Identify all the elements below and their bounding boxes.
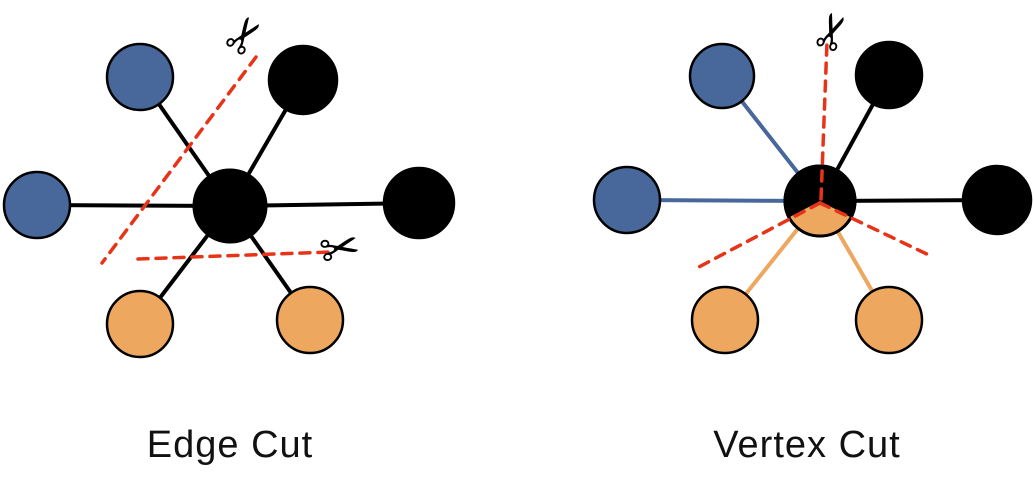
scissors-icon: ✂ (211, 3, 280, 68)
edge-cut-label: Edge Cut (146, 424, 314, 466)
graph-node-blue (2, 170, 72, 240)
cut-line (695, 201, 822, 270)
cut-line (100, 55, 258, 265)
vertex-cut-diagram: ✂ (592, 4, 1033, 355)
center-node (192, 168, 268, 244)
cut-line (819, 40, 829, 201)
scissors-icon: ✂ (800, 4, 866, 61)
graph-node-orange (690, 285, 760, 355)
graph-node-blue (688, 42, 756, 110)
graph-node-orange (275, 285, 345, 355)
graph-node-black (267, 44, 339, 116)
cut-line (818, 201, 935, 259)
scissors-icon: ✂ (315, 217, 366, 280)
center-node-outline (783, 164, 857, 238)
graph-node-orange (854, 285, 924, 355)
graph-node-orange (105, 289, 175, 359)
edge-cut-diagram: ✂✂ (2, 3, 456, 359)
graph-node-black (961, 164, 1033, 236)
graph-node-black (854, 40, 924, 110)
graph-node-blue (592, 165, 662, 235)
graph-node-black (382, 166, 456, 240)
vertex-cut-label: Vertex Cut (713, 424, 901, 466)
graph-node-blue (105, 42, 175, 112)
cut-line (136, 250, 332, 261)
